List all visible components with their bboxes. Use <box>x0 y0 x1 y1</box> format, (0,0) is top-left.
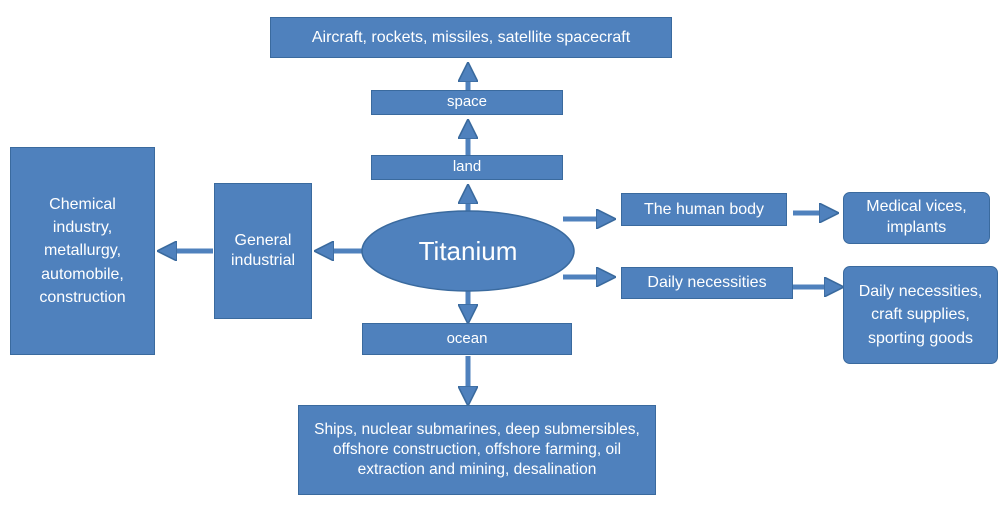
node-general-industrial: General industrial <box>214 183 312 319</box>
node-human-body-label: The human body <box>643 200 765 218</box>
node-ships-submarines: Ships, nuclear submarines, deep submersi… <box>298 405 656 495</box>
node-medical-implants-label: Medical vices, implants <box>866 198 967 236</box>
node-titanium-label: Titanium <box>418 235 518 266</box>
node-daily-goods-label: Daily necessities, craft supplies, sport… <box>858 283 983 347</box>
node-chemical-industry: Chemical industry, metallurgy, automobil… <box>10 147 155 355</box>
node-human-body: The human body <box>621 193 787 226</box>
node-ships-submarines-label: Ships, nuclear submarines, deep submersi… <box>314 420 640 479</box>
node-land: land <box>371 155 563 180</box>
node-ocean: ocean <box>362 323 572 355</box>
node-general-industrial-label: General industrial <box>230 232 296 269</box>
node-daily-necessities-label: Daily necessities <box>647 274 767 291</box>
node-aircraft-rockets: Aircraft, rockets, missiles, satellite s… <box>270 17 672 58</box>
node-daily-goods: Daily necessities, craft supplies, sport… <box>843 266 998 364</box>
node-chemical-industry-label: Chemical industry, metallurgy, automobil… <box>39 196 126 306</box>
node-aircraft-rockets-label: Aircraft, rockets, missiles, satellite s… <box>311 28 631 46</box>
node-space: space <box>371 90 563 115</box>
node-daily-necessities: Daily necessities <box>621 267 793 299</box>
node-ocean-label: ocean <box>446 329 488 347</box>
node-medical-implants: Medical vices, implants <box>843 192 990 244</box>
node-land-label: land <box>452 158 482 176</box>
titanium-ellipse <box>361 210 575 292</box>
node-titanium: Titanium <box>368 226 568 276</box>
node-space-label: space <box>446 93 488 111</box>
